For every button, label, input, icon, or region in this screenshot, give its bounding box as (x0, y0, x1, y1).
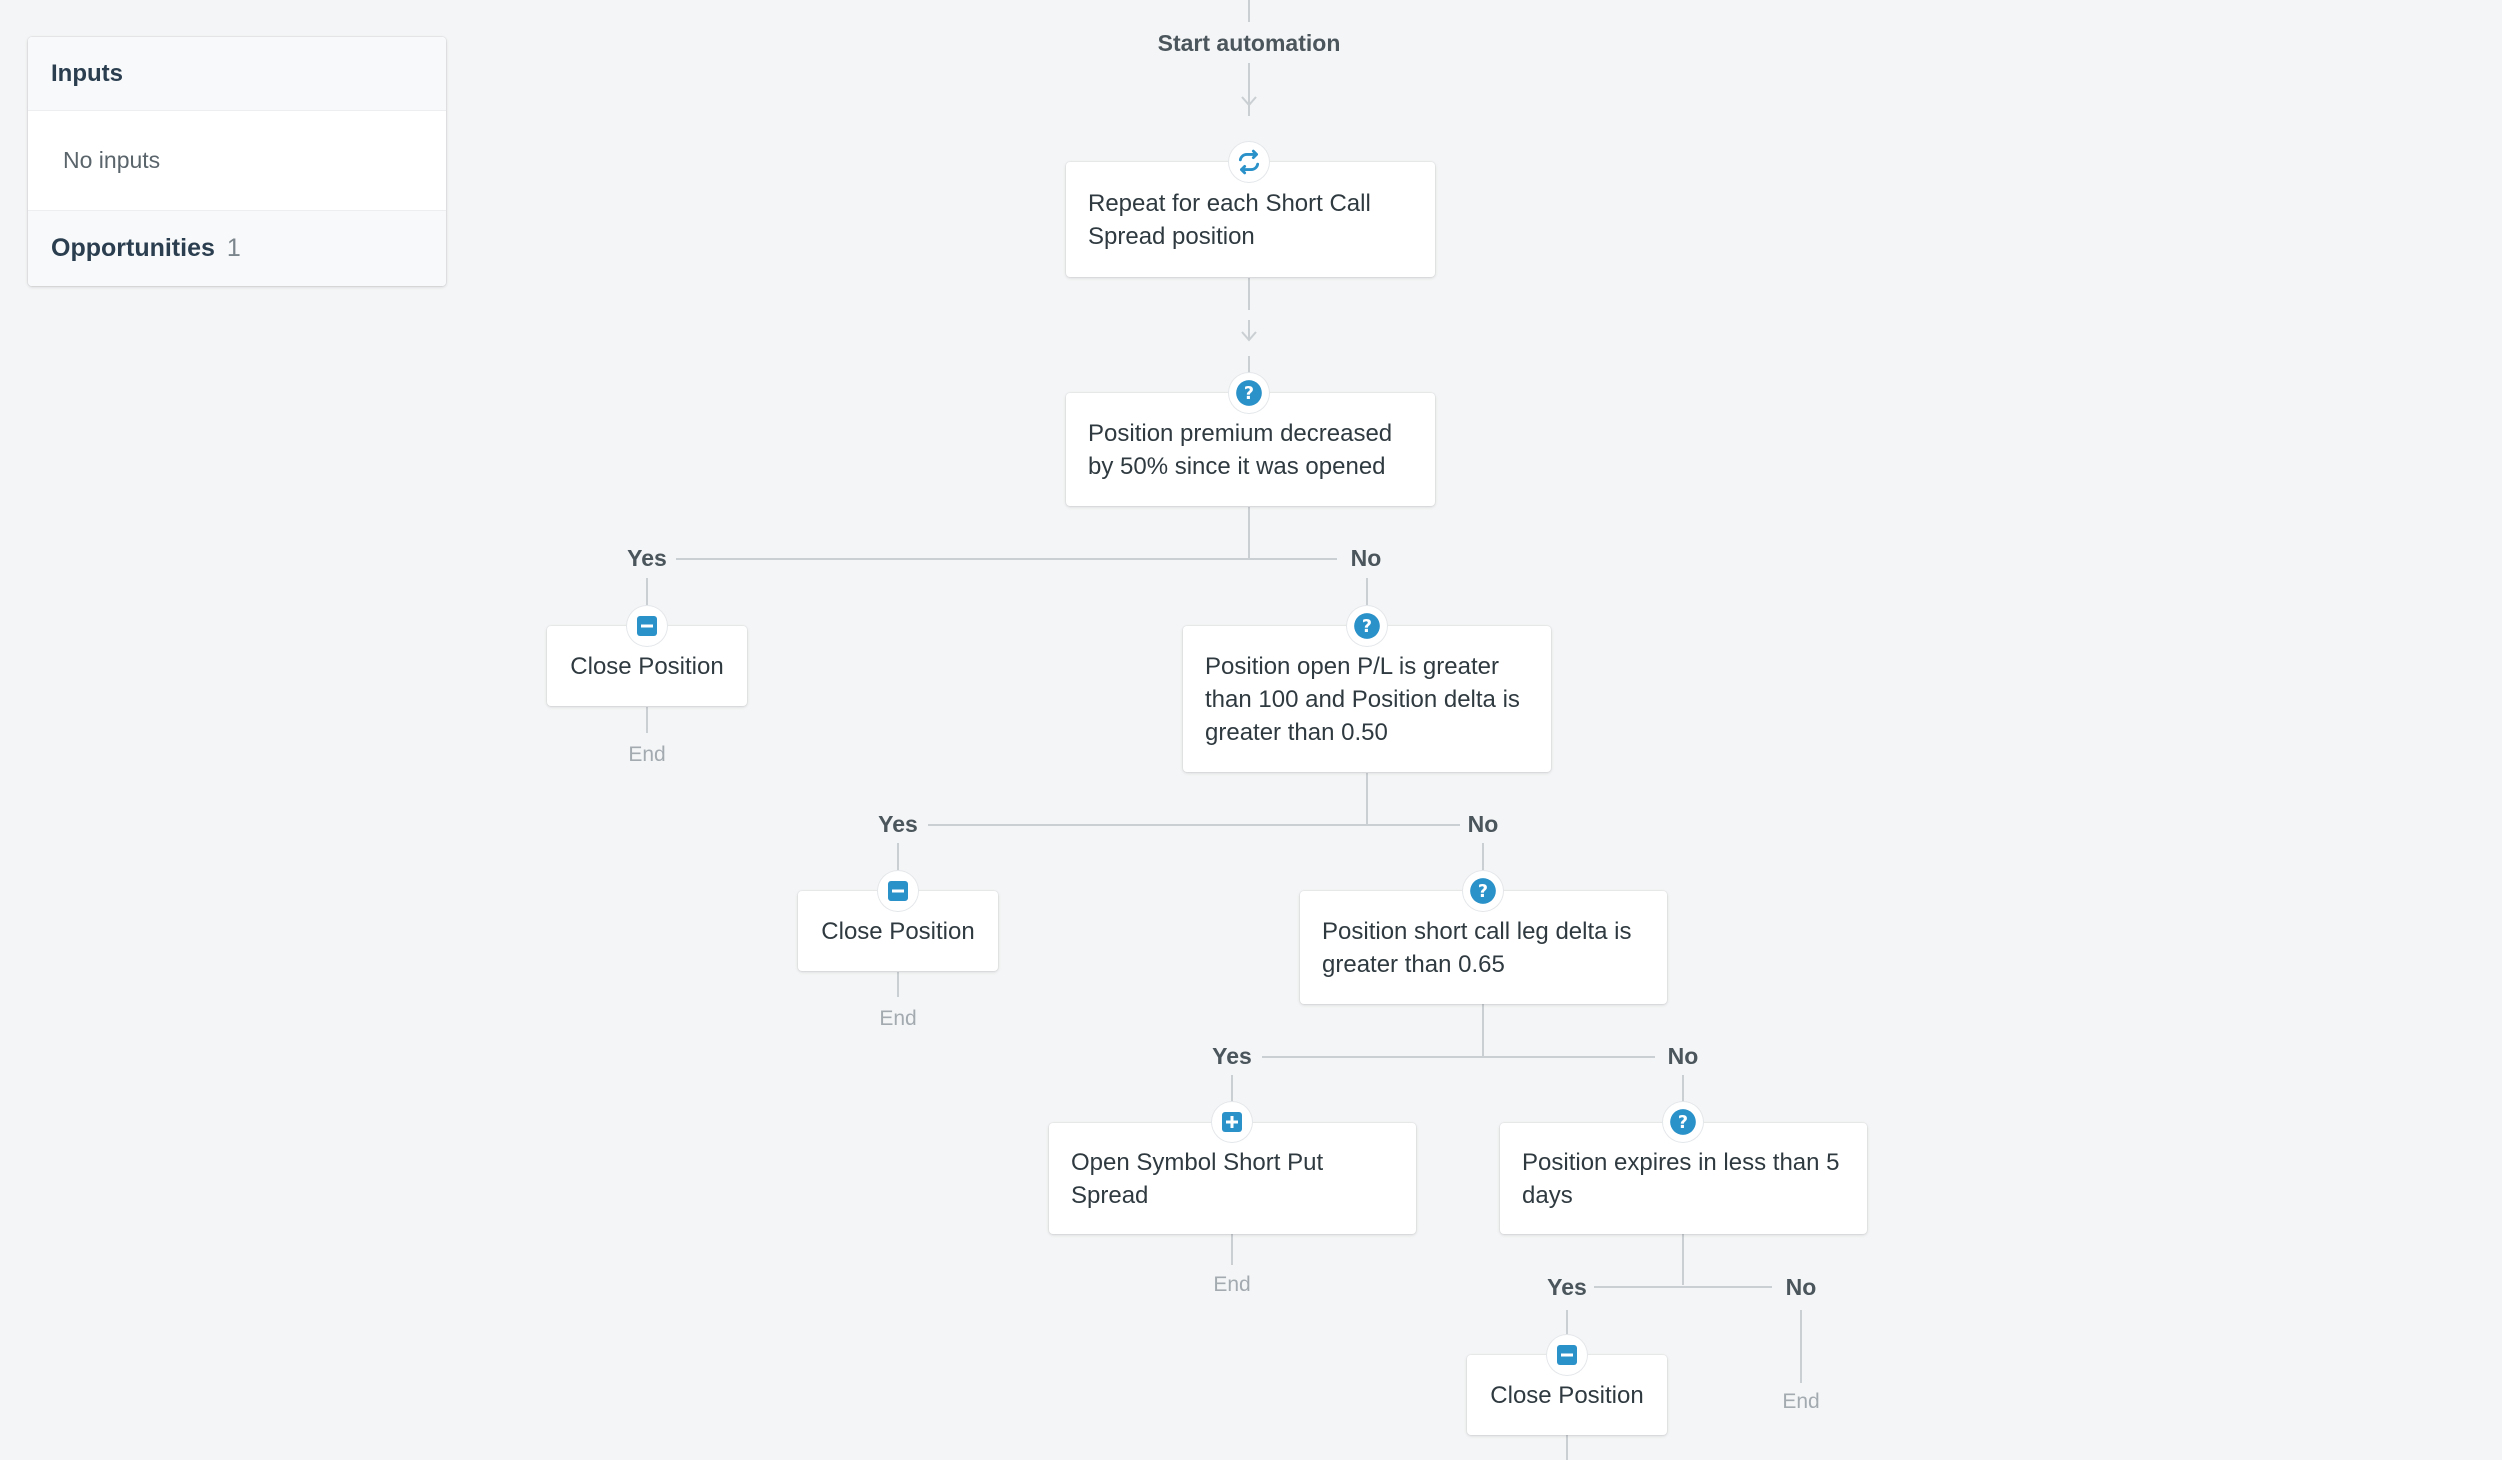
open-short-put-spread-text: Open Symbol Short Put Spread (1071, 1148, 1324, 1209)
svg-text:?: ? (1678, 1113, 1688, 1133)
branch-yes-label: Yes (1547, 1274, 1587, 1300)
svg-text:?: ? (1244, 384, 1254, 404)
end-label: End (879, 1007, 917, 1030)
minus-icon (627, 606, 667, 646)
branch-no-label: No (1467, 811, 1499, 837)
close-position-text: Close Position (821, 917, 975, 945)
branch-no-label: No (1350, 545, 1382, 571)
start-automation-label: Start automation (1157, 30, 1341, 56)
condition-expires-card[interactable]: Position expires in less than 5 days (1500, 1123, 1867, 1234)
end-label: End (628, 743, 666, 766)
opportunities-row[interactable]: Opportunities 1 (28, 210, 446, 286)
repeat-step-text: Repeat for each Short Call Spread positi… (1088, 189, 1371, 250)
repeat-icon (1229, 142, 1269, 182)
question-icon: ? (1463, 871, 1503, 911)
inputs-panel: Inputs No inputs Opportunities 1 (28, 37, 446, 286)
opportunities-label: Opportunities (51, 234, 215, 262)
branch-yes-label: Yes (627, 545, 667, 571)
close-position-text: Close Position (1490, 1381, 1644, 1409)
end-label: End (1782, 1390, 1820, 1413)
inputs-empty-text: No inputs (63, 147, 161, 173)
plus-icon (1212, 1102, 1252, 1142)
svg-text:?: ? (1478, 882, 1488, 902)
close-position-text: Close Position (570, 652, 724, 680)
condition-expires-text: Position expires in less than 5 days (1522, 1148, 1840, 1209)
question-icon: ? (1347, 606, 1387, 646)
branch-no-label: No (1785, 1274, 1817, 1300)
condition-pl-delta-text: Position open P/L is greater than 100 an… (1205, 652, 1520, 746)
opportunities-count: 1 (226, 234, 241, 262)
minus-icon (1547, 1335, 1587, 1375)
condition-short-call-delta-text: Position short call leg delta is greater… (1322, 917, 1632, 978)
minus-icon (878, 871, 918, 911)
branch-no-label: No (1667, 1043, 1699, 1069)
close-position-card[interactable]: Close Position (547, 626, 747, 706)
branch-yes-label: Yes (1212, 1043, 1252, 1069)
branch-yes-label: Yes (878, 811, 918, 837)
question-icon: ? (1663, 1102, 1703, 1142)
end-label: End (1213, 1273, 1251, 1296)
svg-text:?: ? (1362, 617, 1372, 637)
condition-pl-delta-card[interactable]: Position open P/L is greater than 100 an… (1183, 626, 1551, 772)
question-icon: ? (1229, 373, 1269, 413)
open-short-put-spread-card[interactable]: Open Symbol Short Put Spread (1049, 1123, 1416, 1234)
inputs-panel-title: Inputs (28, 37, 446, 111)
condition-premium-text: Position premium decreased by 50% since … (1088, 419, 1393, 480)
